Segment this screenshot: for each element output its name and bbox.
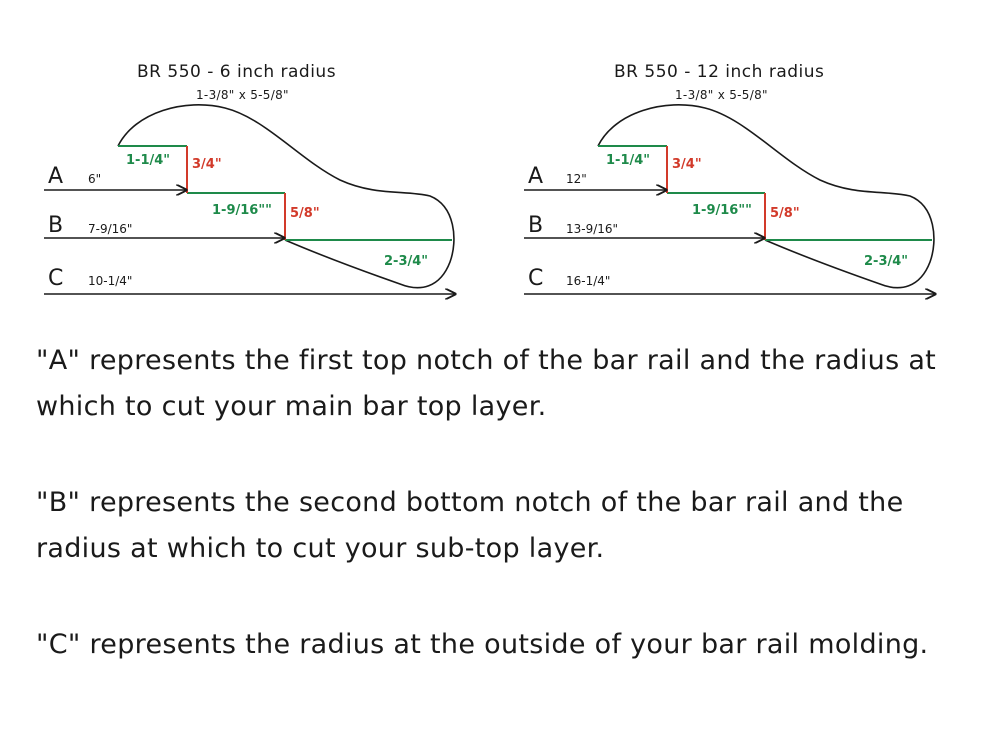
diagram-subtitle: 1-3/8" x 5-5/8" — [675, 88, 768, 102]
row-letter-a: A — [48, 164, 64, 189]
dim-mid-width: 1-9/16"" — [212, 203, 272, 218]
row-radius-b: 13-9/16" — [566, 222, 619, 236]
row-radius-a: 6" — [88, 172, 102, 186]
dim-top-width: 1-1/4" — [126, 153, 171, 168]
description-c: "C" represents the radius at the outside… — [36, 629, 929, 660]
row-letter-b: B — [528, 213, 544, 238]
row-radius-b: 7-9/16" — [88, 222, 133, 236]
row-radius-c: 10-1/4" — [88, 274, 133, 288]
dim-first-step: 3/4" — [192, 157, 222, 172]
rail-profile-outline — [597, 104, 935, 289]
profile-drawing — [524, 104, 980, 320]
row-radius-a: 12" — [566, 172, 587, 186]
row-letter-c: C — [48, 266, 64, 291]
diagram-subtitle: 1-3/8" x 5-5/8" — [196, 88, 289, 102]
diagram-12-inch-radius: BR 550 - 12 inch radius 1-3/8" x 5-5/8" … — [480, 0, 980, 320]
row-letter-b: B — [48, 213, 64, 238]
diagram-title: BR 550 - 6 inch radius — [137, 62, 337, 82]
profile-drawing — [44, 104, 500, 320]
description-b: "B" represents the second bottom notch o… — [36, 487, 904, 564]
row-letter-c: C — [528, 266, 544, 291]
row-letter-a: A — [528, 164, 544, 189]
dim-second-step: 5/8" — [290, 206, 320, 221]
row-radius-c: 16-1/4" — [566, 274, 611, 288]
description-a: "A" represents the first top notch of th… — [36, 345, 937, 422]
dim-bottom-width: 2-3/4" — [864, 254, 909, 269]
dim-mid-width: 1-9/16"" — [692, 203, 752, 218]
dim-first-step: 3/4" — [672, 157, 702, 172]
diagram-title: BR 550 - 12 inch radius — [614, 62, 825, 82]
rail-profile-outline — [117, 104, 455, 289]
diagram-6-inch-radius: BR 550 - 6 inch radius 1-3/8" x 5-5/8" A… — [0, 0, 500, 320]
dim-bottom-width: 2-3/4" — [384, 254, 429, 269]
dim-second-step: 5/8" — [770, 206, 800, 221]
dim-top-width: 1-1/4" — [606, 153, 651, 168]
